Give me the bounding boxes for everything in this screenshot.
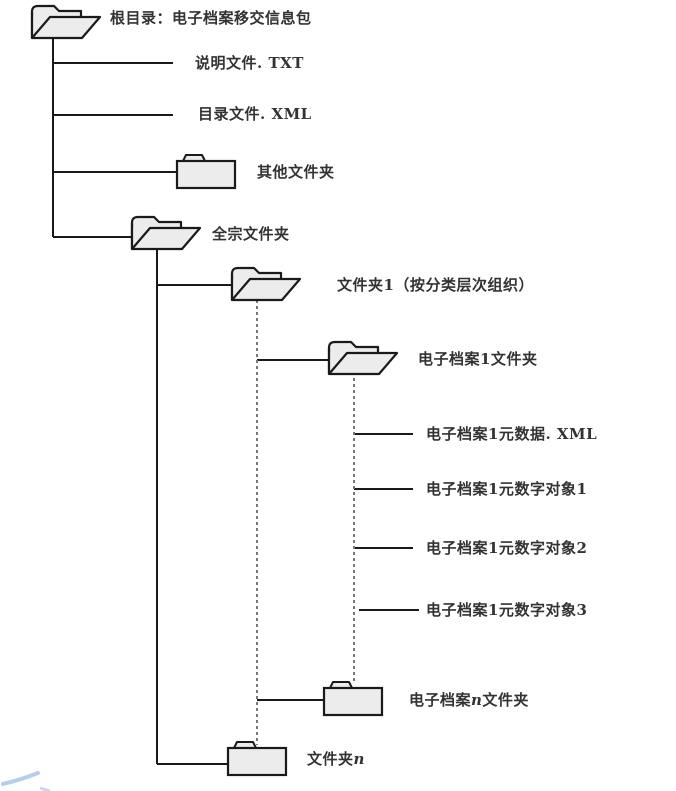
folder1-open-folder-icon (230, 266, 302, 302)
catalog-file-label: 目录文件. XML (198, 105, 312, 123)
root-label: 根目录：电子档案移交信息包 (110, 9, 312, 27)
watermark-fragment (1, 771, 51, 791)
record1-open-folder-icon (327, 340, 399, 376)
metadata-file-label: 电子档案1元数据. XML (426, 425, 598, 443)
folder-n-closed-folder-icon (226, 740, 288, 777)
fonds-folder-label: 全宗文件夹 (212, 225, 290, 243)
digital-object2-label: 电子档案1元数字对象2 (426, 539, 588, 557)
record-n-closed-folder-icon (322, 680, 384, 717)
folder-n-label: 文件夹n (307, 750, 365, 768)
digital-object1-label: 电子档案1元数字对象1 (426, 480, 588, 498)
readme-file-label: 说明文件. TXT (195, 54, 304, 72)
other-folder-closed-folder-icon (175, 153, 237, 190)
root-open-folder-icon (30, 4, 102, 40)
connector-lines (52, 32, 419, 765)
other-folder-label: 其他文件夹 (257, 163, 335, 181)
fonds-open-folder-icon (130, 215, 202, 251)
dotted-lines (256, 300, 355, 745)
record-n-folder-label: 电子档案n文件夹 (409, 691, 529, 709)
digital-object3-label: 电子档案1元数字对象3 (426, 601, 588, 619)
record1-folder-label: 电子档案1文件夹 (418, 350, 538, 368)
folder1-label: 文件夹1（按分类层次组织） (337, 276, 534, 294)
